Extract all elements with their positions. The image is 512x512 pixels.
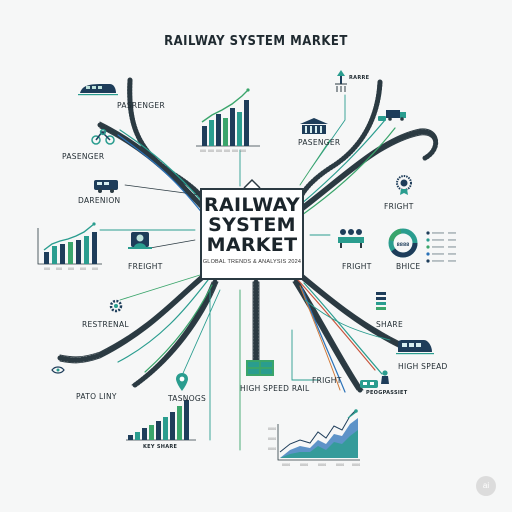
label-peogpassiet: PEOGPASSIET xyxy=(366,390,408,396)
svg-text:000: 000 xyxy=(216,149,222,153)
rail-line-green-right xyxy=(301,127,396,216)
truck-icon xyxy=(386,110,406,121)
svg-text:0000: 0000 xyxy=(300,463,308,467)
donut-center-label: 8888 xyxy=(397,242,410,248)
connector-rarre xyxy=(309,94,346,171)
rail-line-teal-lr xyxy=(303,282,383,375)
track-passenger-left xyxy=(97,122,208,213)
label-tasnogs: TASNOGS xyxy=(168,394,207,403)
svg-text:0000: 0000 xyxy=(268,447,276,451)
location-pin-icon xyxy=(176,373,188,391)
central-hub: RAILWAY SYSTEM MARKET GLOBAL TRENDS & AN… xyxy=(200,188,304,280)
label-key-share: KEY SHARE xyxy=(143,444,178,450)
track-upper-right xyxy=(297,79,383,201)
person-icon xyxy=(381,370,389,384)
connector-left-lower xyxy=(119,274,201,301)
label-rarre: RARRE xyxy=(349,75,370,81)
connector-top-right xyxy=(299,139,331,186)
label-darenion: DARENION xyxy=(78,196,121,205)
rail-network xyxy=(57,77,439,451)
eye-icon xyxy=(51,366,65,374)
rail-line-teal-right xyxy=(299,119,386,206)
svg-text:0000: 0000 xyxy=(268,427,276,431)
van-icon xyxy=(94,180,118,193)
meeting-icon xyxy=(338,229,364,248)
connector-bottom-left xyxy=(179,289,221,381)
hub-subtitle: GLOBAL TRENDS & ANALYSIS 2024 xyxy=(202,259,302,265)
hub-top-notch xyxy=(243,178,261,189)
svg-text:000: 000 xyxy=(44,267,50,271)
connector-bottom-right xyxy=(291,329,321,381)
svg-text:0000: 0000 xyxy=(318,463,326,467)
area-chart-bottom: 0000 0000 0000 0000 0000 0000 0000 0000 xyxy=(268,409,360,467)
svg-text:000: 000 xyxy=(232,149,238,153)
station-icon xyxy=(300,118,328,134)
train-icon-right xyxy=(378,116,386,121)
label-high-spead: HIGH SPEAD xyxy=(398,362,448,371)
label-share: SHARE xyxy=(376,320,403,329)
svg-text:000: 000 xyxy=(240,149,246,153)
high-speed-train-icon xyxy=(396,340,434,355)
svg-text:000: 000 xyxy=(92,267,98,271)
bar-chart-left: 000 000 000 000 000 xyxy=(37,222,102,271)
label-pato-liny: PATO LINY xyxy=(76,392,117,401)
connector-fright-left xyxy=(149,239,196,249)
rail-line-teal-ll xyxy=(117,279,209,363)
rail-line-green-ll xyxy=(144,284,213,373)
ai-credit-badge: ai xyxy=(476,476,496,496)
donut-legend xyxy=(426,231,456,263)
signal-tree-icon xyxy=(335,70,347,92)
label-restrenal: RESTRENAL xyxy=(82,320,129,329)
track-upper-left xyxy=(127,77,208,203)
donut-chart-icon xyxy=(388,228,418,258)
gear-icon xyxy=(109,299,123,313)
award-badge-icon xyxy=(396,175,412,195)
svg-text:0000: 0000 xyxy=(352,463,360,467)
label-fright-right: FRIGHT xyxy=(342,262,372,271)
svg-text:000: 000 xyxy=(208,149,214,153)
label-fright-top-right: FRIGHT xyxy=(384,202,414,211)
svg-text:000: 000 xyxy=(224,149,230,153)
svg-text:000: 000 xyxy=(80,267,86,271)
bar-chart-key-share xyxy=(126,400,196,441)
battery-icon xyxy=(376,292,386,310)
svg-text:0000: 0000 xyxy=(336,463,344,467)
connector-darenion xyxy=(124,184,201,196)
track-lower-left-2 xyxy=(132,279,218,388)
svg-text:0000: 0000 xyxy=(268,437,276,441)
rail-line-red-lr xyxy=(297,279,376,371)
svg-text:000: 000 xyxy=(56,267,62,271)
rail-line-blue-left xyxy=(117,134,204,215)
hub-title-line-2: SYSTEM xyxy=(208,214,296,236)
svg-text:000: 000 xyxy=(68,267,74,271)
label-pasenger-left: PASENGER xyxy=(62,152,105,161)
svg-text:000: 000 xyxy=(200,149,206,153)
label-bhice: BHICE xyxy=(396,262,421,271)
hub-title-line-1: RAILWAY xyxy=(204,194,300,216)
track-lower-right-2 xyxy=(297,272,403,348)
commuter-train-icon xyxy=(360,380,378,388)
label-fright-bottom: FRIGHT xyxy=(312,376,342,385)
bicycle-icon xyxy=(91,128,115,145)
train-icon xyxy=(78,84,118,96)
connector-lower-right xyxy=(304,299,391,341)
operator-icon xyxy=(128,232,152,249)
label-high-speed-rail: HIGH SPEED RAIL xyxy=(240,384,310,393)
rail-line-orange-lr xyxy=(299,285,341,391)
track-right-loop xyxy=(297,129,439,213)
container-icon xyxy=(246,360,274,376)
label-pasenger-right: PASENGER xyxy=(298,138,341,147)
label-fright-left: FREIGHT xyxy=(128,262,163,271)
hub-title-line-3: MARKET xyxy=(206,234,298,256)
page-title: RAILWAY SYSTEM MARKET xyxy=(164,34,348,49)
svg-text:0000: 0000 xyxy=(282,463,290,467)
track-lower-left xyxy=(57,272,208,363)
rail-line-blue-lr xyxy=(301,287,346,393)
label-pasrenger: PASRENGER xyxy=(117,101,165,110)
